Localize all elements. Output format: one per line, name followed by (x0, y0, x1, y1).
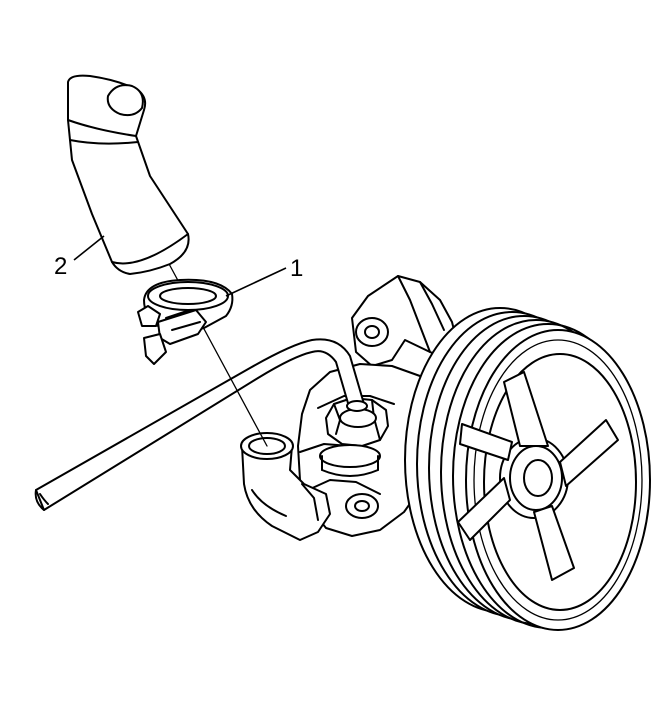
hose-clamp (137, 278, 234, 365)
callout-label-2: 2 (54, 253, 67, 280)
inlet-hose (67, 74, 190, 275)
callout-2: 2 (54, 235, 105, 280)
pulley (404, 307, 651, 631)
callout-label-1: 1 (290, 255, 303, 282)
pressure-line (34, 338, 368, 511)
callout-1: 1 (225, 255, 303, 297)
inlet-port-fitting (240, 432, 331, 541)
